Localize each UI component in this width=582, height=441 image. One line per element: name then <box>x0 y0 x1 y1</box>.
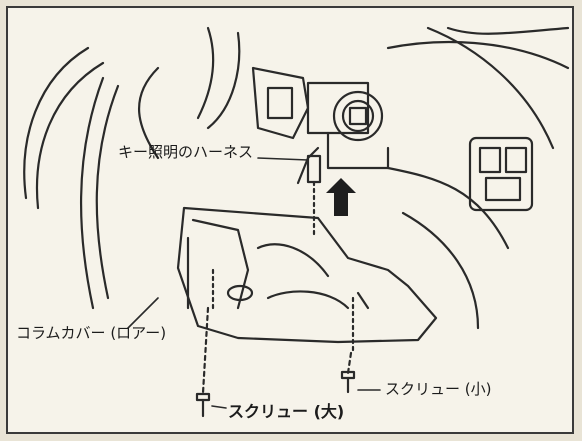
dashboard-outline <box>386 26 570 330</box>
steering-wheel-outline <box>23 26 241 310</box>
screw-large-label: スクリュー (大) <box>228 402 345 421</box>
leader-lines <box>127 157 381 409</box>
steering-column-illustration <box>23 26 570 418</box>
ignition-assembly <box>251 66 390 185</box>
screw-small-label: スクリュー (小) <box>385 380 492 398</box>
screw-guide-lines <box>201 306 353 395</box>
key-light-harness-label: キー照明のハーネス <box>118 143 254 161</box>
harness-connector <box>306 154 322 240</box>
screw-large-shape <box>195 392 211 418</box>
install-direction-arrow <box>326 178 356 216</box>
screw-small-shape <box>340 370 356 394</box>
column-cover-lower-outline <box>176 206 438 355</box>
switch-panel <box>468 136 534 212</box>
column-cover-lower-label: コラムカバー (ロアー) <box>16 324 167 342</box>
diagram-frame: キー照明のハーネス コラムカバー (ロアー) スクリュー (小) スクリュー (… <box>6 6 574 434</box>
